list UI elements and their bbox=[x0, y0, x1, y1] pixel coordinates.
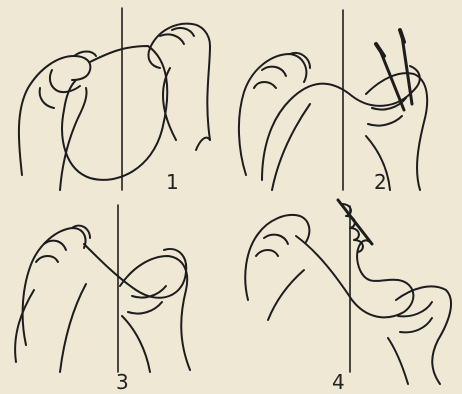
panel-4 bbox=[245, 200, 451, 384]
step-label-2: 2 bbox=[374, 172, 387, 192]
panel-4-yarn bbox=[296, 236, 413, 317]
step-label-4: 4 bbox=[332, 372, 345, 392]
panel-4-right-hand bbox=[388, 286, 451, 384]
panel-3-right-hand bbox=[120, 256, 190, 372]
panel-3-tail bbox=[15, 290, 34, 362]
panel-3-left-hand bbox=[23, 226, 90, 372]
panel-4-left-hand bbox=[245, 215, 309, 320]
panel-1-yarn bbox=[62, 46, 167, 180]
panel-1-right-hand bbox=[148, 24, 210, 150]
panel-1-left-hand bbox=[19, 52, 96, 191]
panel-3 bbox=[15, 205, 190, 372]
panel-4-stitches bbox=[338, 200, 372, 252]
step-label-1: 1 bbox=[166, 172, 179, 192]
panel-2 bbox=[239, 10, 427, 190]
panel-2-yarn bbox=[262, 66, 420, 180]
panel-1 bbox=[19, 8, 210, 190]
step-label-3: 3 bbox=[116, 372, 129, 392]
panel-3-yarn bbox=[84, 244, 186, 298]
